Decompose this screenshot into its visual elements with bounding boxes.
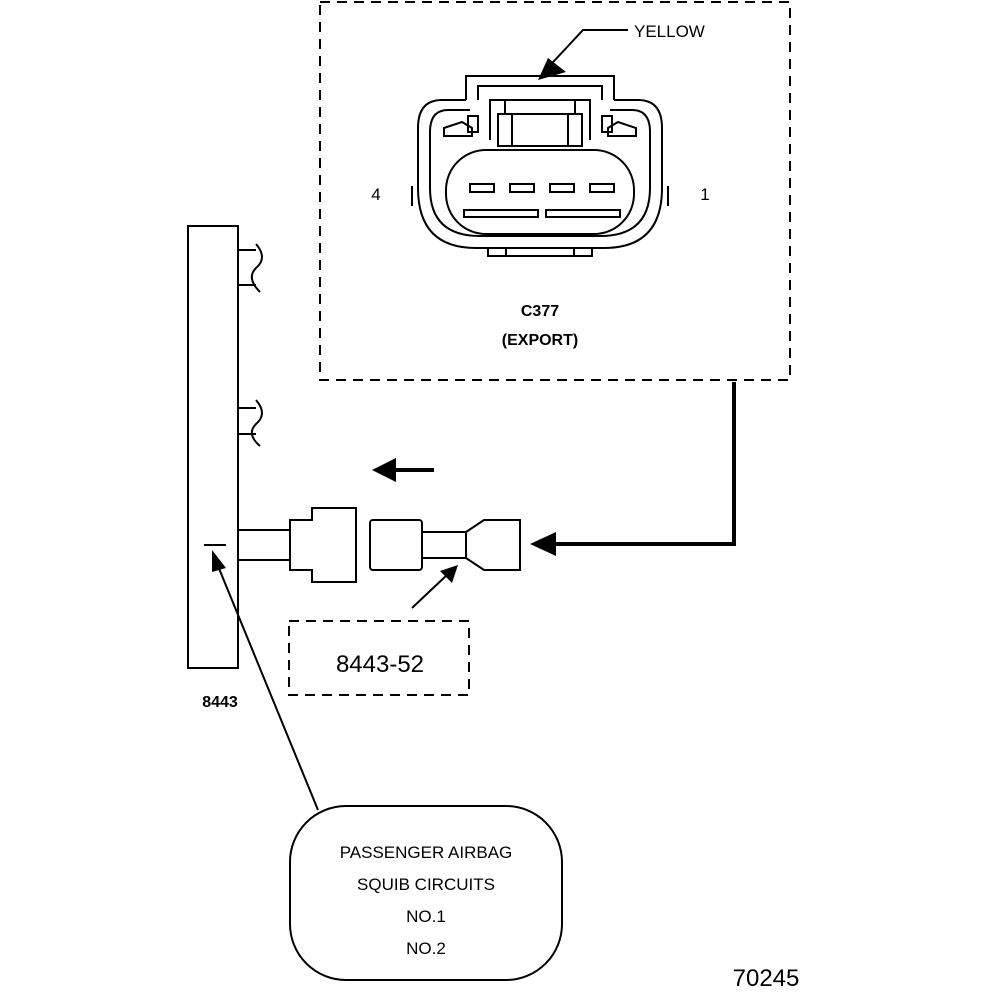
terminal-slot <box>469 183 495 193</box>
terminal-slot <box>545 209 621 218</box>
note-leader <box>212 550 319 811</box>
terminal-slot <box>589 183 615 193</box>
note-bubble <box>289 805 563 981</box>
tester-label: 8443 <box>202 694 238 711</box>
adapter-label: 8443-52 <box>336 651 424 678</box>
note-line-2: SQUIB CIRCUITS <box>357 875 495 894</box>
note-line-3: NO.1 <box>406 907 446 926</box>
terminal-slot <box>509 183 535 193</box>
yellow-color-label: YELLOW <box>634 22 705 41</box>
tester-plug <box>237 507 357 583</box>
insert-direction-arrow <box>372 458 434 482</box>
detail-pointer-arrow <box>530 382 736 556</box>
tester-8443 <box>187 225 263 669</box>
connector-name: C377 <box>521 303 559 320</box>
c377-terminals <box>463 183 621 218</box>
adapter-pointer-arrow <box>411 565 458 609</box>
adapter-label-frame <box>288 620 470 696</box>
terminal-slot <box>463 209 539 218</box>
note-line-1: PASSENGER AIRBAG <box>340 843 513 862</box>
pin-number-4: 4 <box>371 185 380 204</box>
adapter-plug <box>369 519 521 571</box>
yellow-leader <box>538 29 628 80</box>
connector-variant: (EXPORT) <box>502 332 578 349</box>
pin-number-1: 1 <box>700 185 709 204</box>
c377-connector <box>411 75 669 257</box>
note-line-4: NO.2 <box>406 939 446 958</box>
terminal-slot <box>549 183 575 193</box>
figure-number: 70245 <box>733 965 800 992</box>
